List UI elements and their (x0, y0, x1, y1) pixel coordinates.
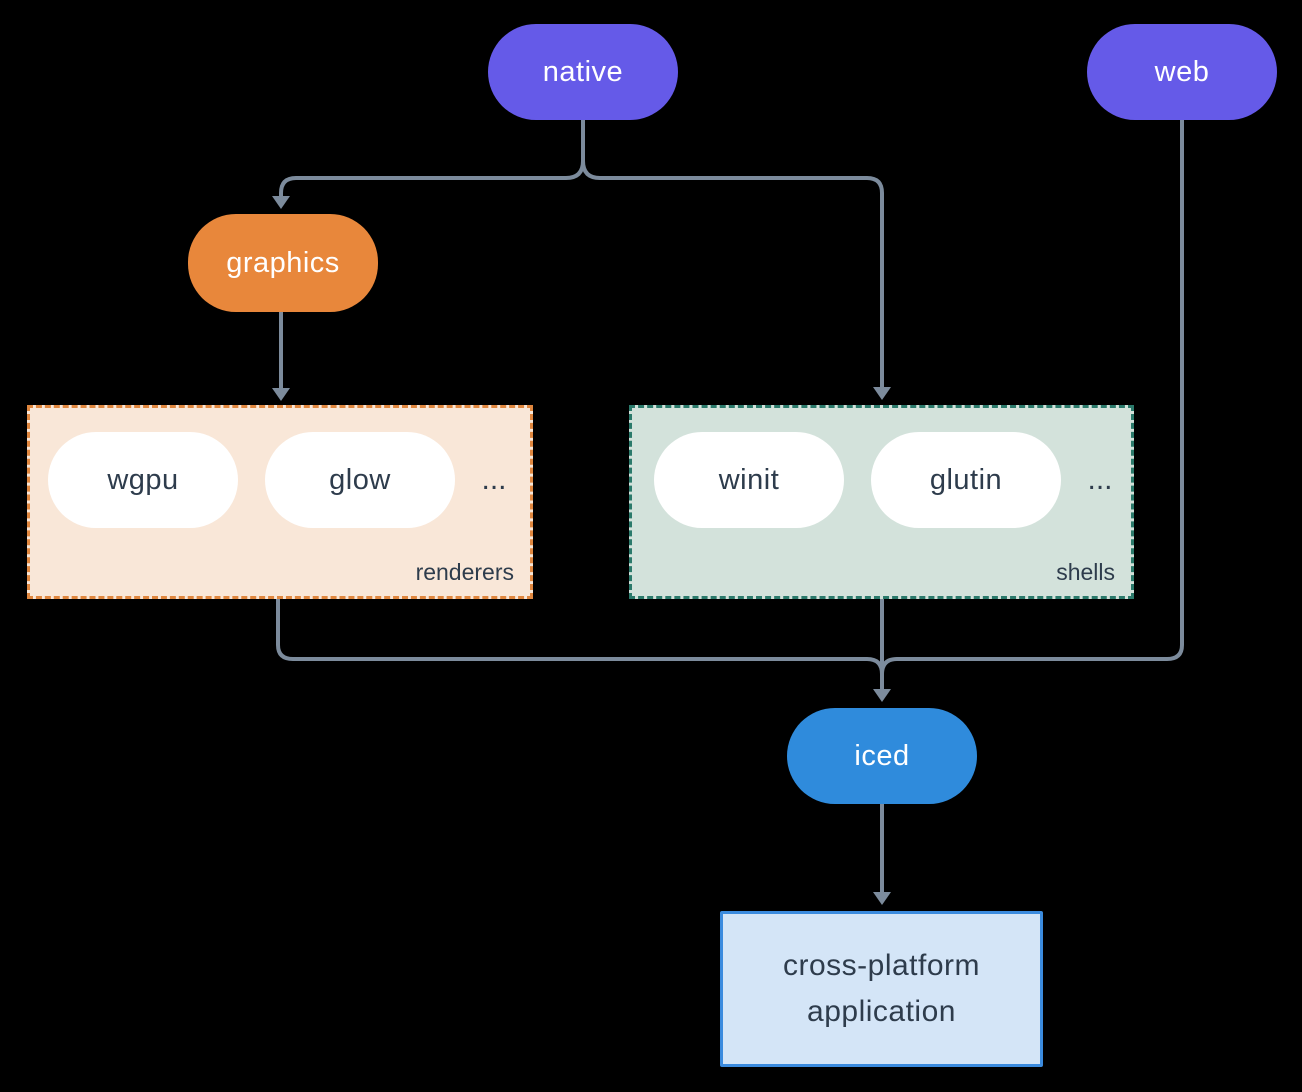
arrowhead-graphics (272, 196, 290, 209)
node-native: native (488, 24, 678, 120)
node-winit-label: winit (718, 463, 780, 496)
node-application: cross-platform application (720, 911, 1043, 1067)
arrowhead-renderers (272, 388, 290, 401)
node-graphics-label: graphics (226, 246, 340, 279)
node-iced-label: iced (854, 739, 910, 772)
shells-ellipsis: ... (1087, 463, 1113, 496)
node-glutin-label: glutin (929, 463, 1003, 496)
node-iced: iced (787, 708, 977, 804)
renderers-ellipsis: ... (481, 463, 507, 496)
arrowhead-shells (873, 387, 891, 400)
node-glutin: glutin (871, 432, 1061, 528)
node-wgpu-label: wgpu (107, 463, 179, 496)
connector-native-graphics (279, 160, 585, 196)
node-graphics: graphics (188, 214, 378, 312)
node-glow: glow (265, 432, 455, 528)
group-shells-label: shells (1056, 559, 1115, 585)
node-glow-label: glow (329, 463, 391, 496)
application-label-line2: application (807, 995, 956, 1028)
node-web: web (1087, 24, 1277, 120)
connector-renderers-iced (276, 599, 884, 675)
connector-native-shells (581, 160, 884, 387)
arrowhead-iced (873, 689, 891, 702)
node-wgpu: wgpu (48, 432, 238, 528)
application-label-line1: cross-platform (782, 948, 981, 982)
node-winit: winit (654, 432, 844, 528)
arrowhead-app (873, 892, 891, 905)
node-web-label: web (1154, 55, 1210, 88)
group-renderers-label: renderers (415, 559, 514, 585)
node-native-label: native (542, 55, 624, 88)
